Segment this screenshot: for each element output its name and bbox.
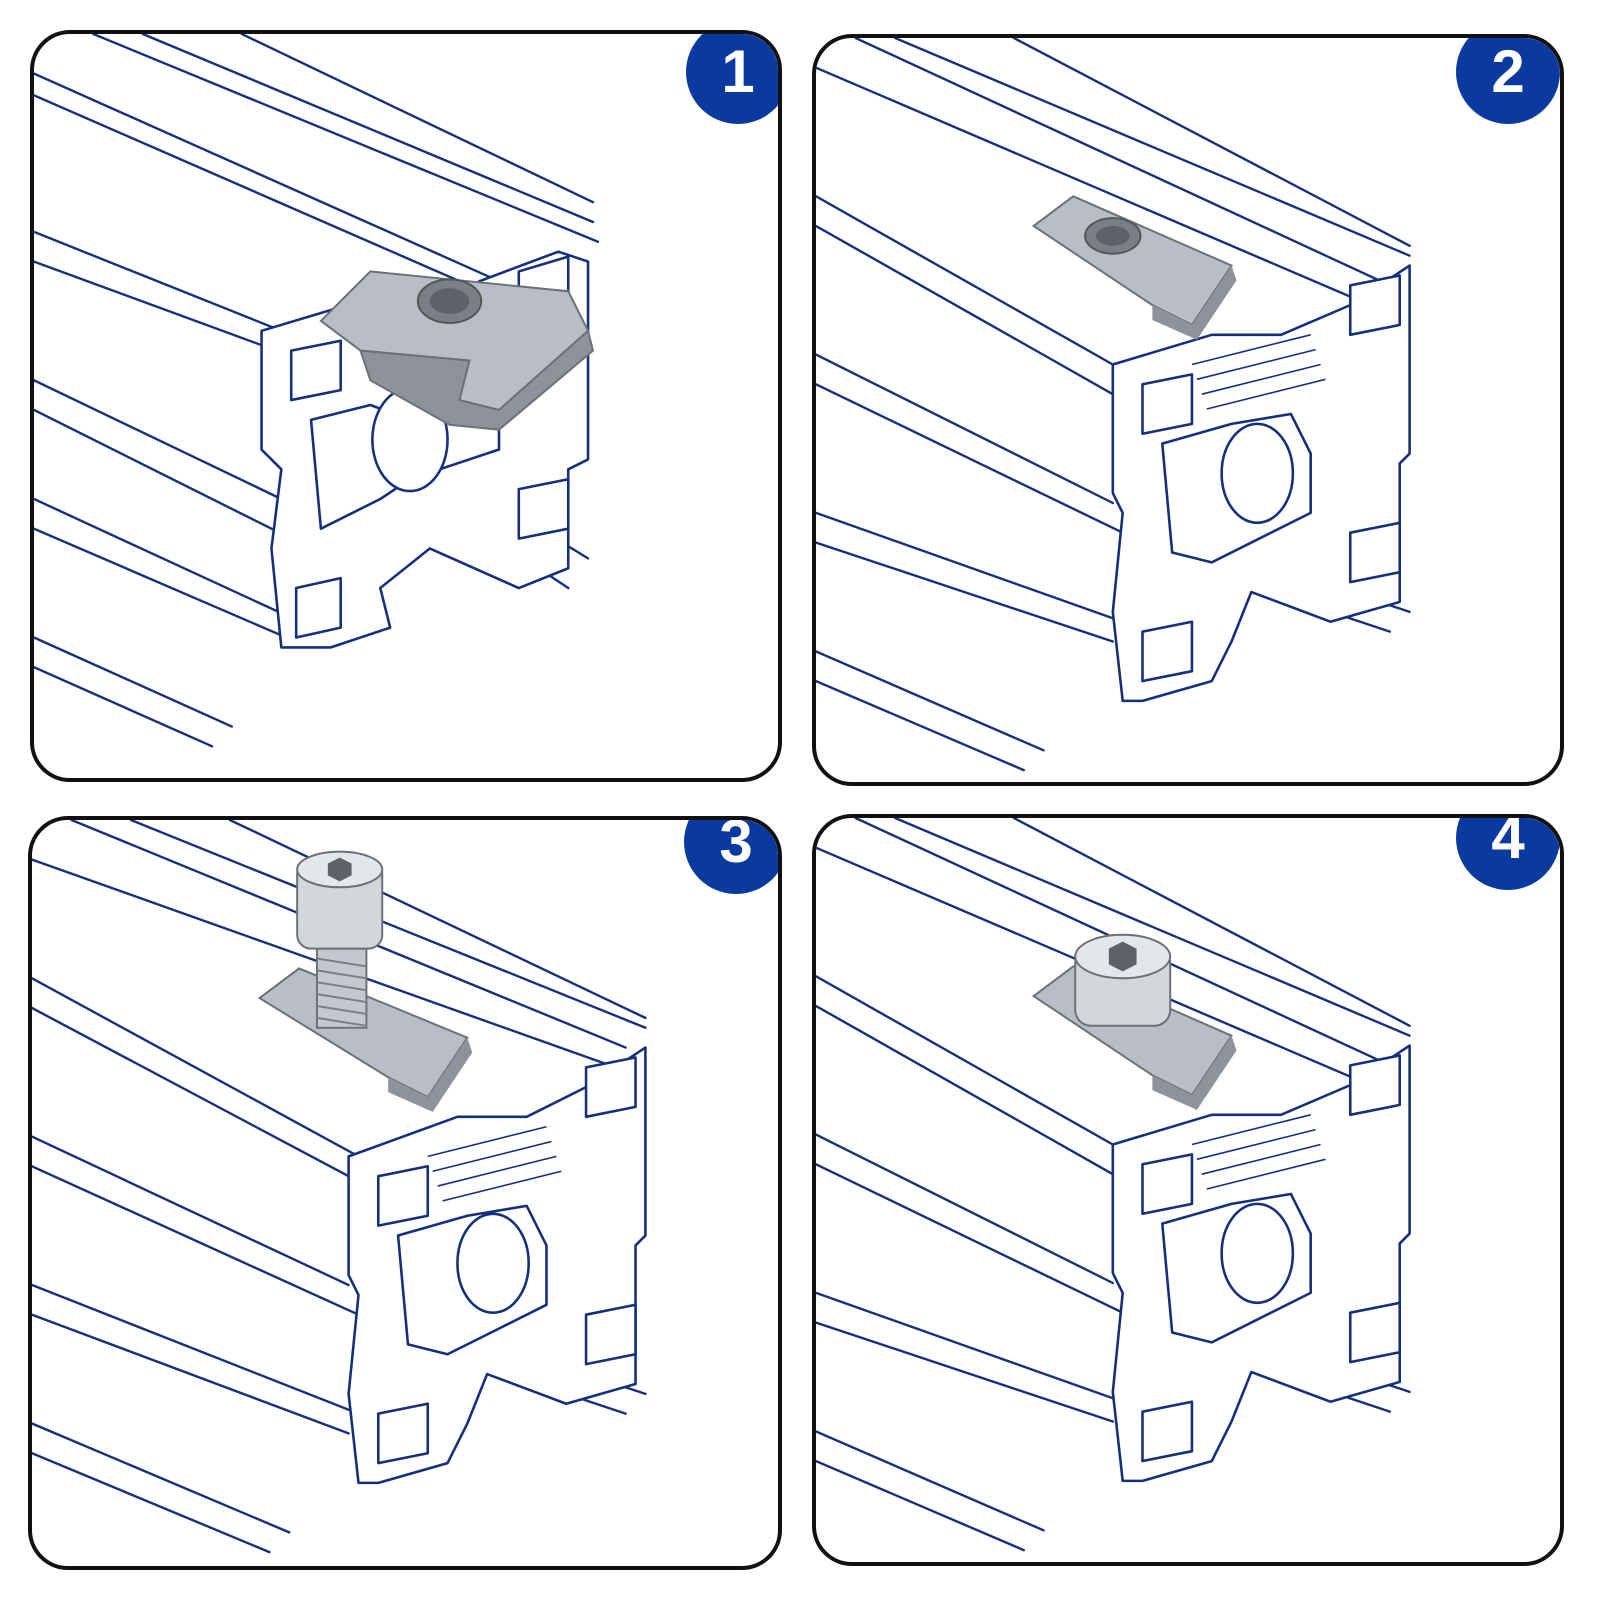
t-nut-icon [257,967,473,1112]
aluminum-profile-drawing-1 [34,34,600,748]
aluminum-profile-drawing-2 [816,38,1411,772]
step-panel-1: 1 [30,30,782,782]
step-number-badge-2: 2 [1456,38,1560,124]
t-nut-icon [1031,195,1237,340]
aluminum-profile-drawing-4 [816,818,1411,1552]
step-number-badge-1: 1 [686,34,778,124]
step-panel-4: 4 [812,814,1564,1566]
step-panel-3: 3 [28,816,782,1570]
socket-head-screw-icon [296,850,384,1029]
socket-head-screw-icon [1074,933,1172,1027]
aluminum-profile-drawing-3 [32,820,647,1554]
step-panel-2: 2 [812,34,1564,786]
t-nut-icon [319,270,595,431]
